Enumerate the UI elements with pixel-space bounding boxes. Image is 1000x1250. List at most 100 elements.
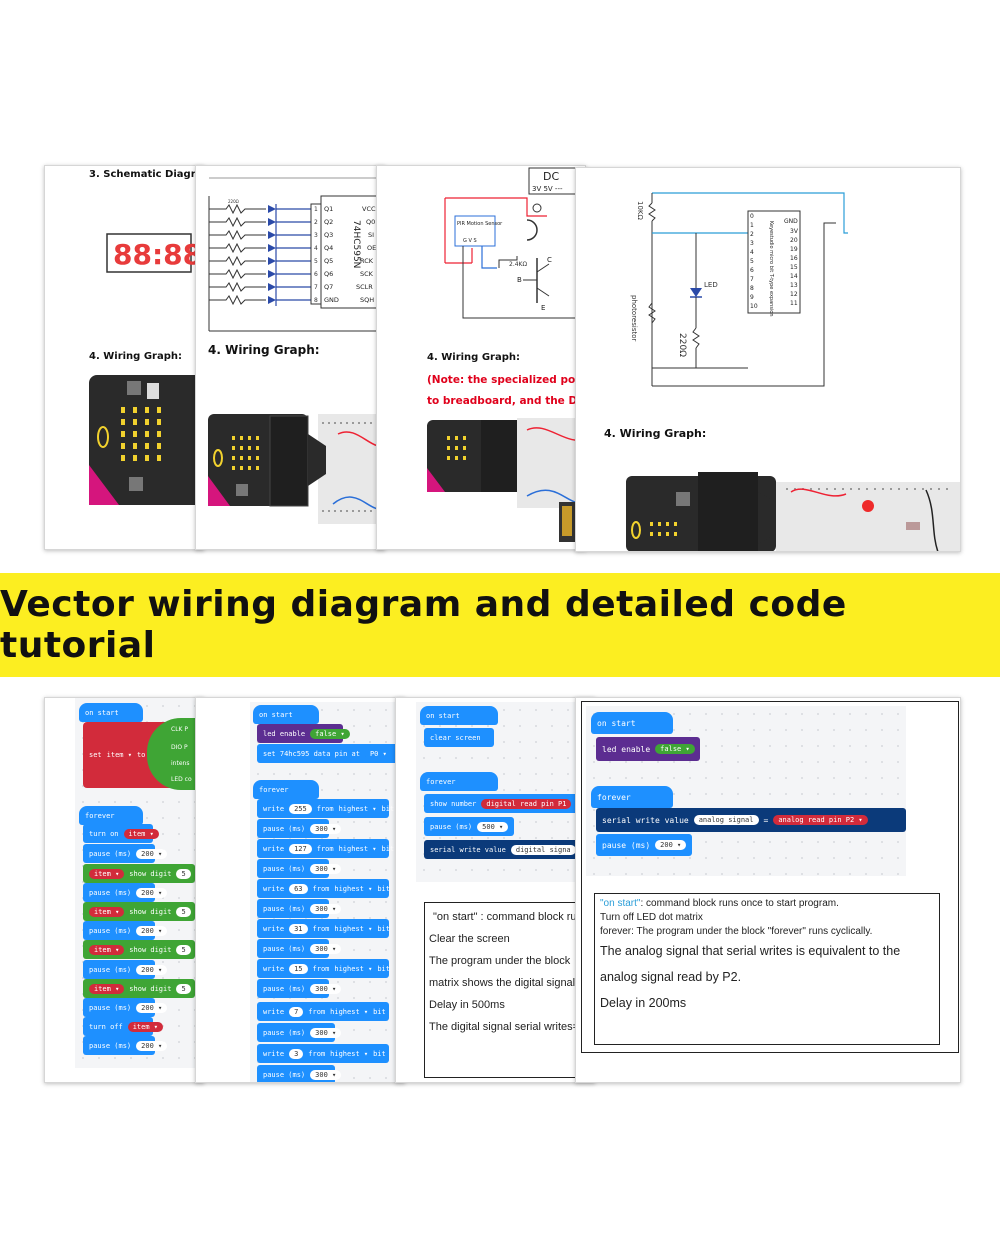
svg-text:16: 16 [790, 255, 798, 262]
svg-text:2: 2 [750, 231, 754, 238]
pause-block-1e: pause (ms)200 ▾ [83, 998, 168, 1017]
svg-text:OE: OE [367, 244, 376, 252]
svg-text:VCC: VCC [362, 205, 376, 213]
pause-block-1a: pause (ms)200 ▾ [83, 844, 168, 863]
pause-block-1b: pause (ms)200 ▾ [83, 883, 168, 902]
wiring-heading-2: 4. Wiring Graph: [208, 343, 320, 357]
pause-block-1d: pause (ms)200 ▾ [83, 960, 168, 979]
svg-text:3V: 3V [790, 228, 799, 235]
svg-text:SCLR: SCLR [356, 283, 373, 291]
pause-block-2c: pause (ms)300 ▾ [257, 899, 342, 918]
code-workspace-3: on start clear screen forever show numbe… [416, 702, 594, 882]
svg-text:C: C [547, 256, 552, 264]
pause-block-3: pause (ms)500 ▾ [424, 817, 514, 836]
pause-block-2f: pause (ms)300 ▾ [257, 1023, 342, 1042]
svg-text:11: 11 [790, 300, 798, 307]
svg-text:19: 19 [790, 246, 798, 253]
svg-text:GND: GND [784, 218, 798, 225]
svg-text:Q7: Q7 [324, 283, 333, 291]
svg-text:7: 7 [750, 276, 754, 283]
pause-block-1c: pause (ms)200 ▾ [83, 921, 168, 940]
sheet-schematic-4digit-display: 3. Schematic Diagram 88:88 Cl DI VC GN 4… [44, 165, 204, 550]
svg-text:9: 9 [750, 294, 754, 301]
digit-display-diagram: 88:88 Cl DI VC GN [106, 233, 203, 273]
forever-block-3: forever [420, 772, 498, 791]
svg-text:0: 0 [750, 213, 754, 220]
svg-text:2.4KΩ: 2.4KΩ [509, 261, 527, 268]
microbit-board-1 [89, 375, 203, 505]
code-sheet-pir: on start clear screen forever show numbe… [395, 697, 595, 1083]
explanation-box-4: "on start": command block runs once to s… [594, 893, 940, 1045]
pause-block-1f: pause (ms)200 ▾ [83, 1036, 168, 1055]
banner-title: Vector wiring diagram and detailed code … [0, 584, 847, 666]
clear-screen-block: clear screen [424, 728, 494, 747]
svg-text:Keyestudio micro bit T-type ex: Keyestudio micro bit T-type expansion [768, 221, 774, 317]
svg-text:DC: DC [543, 170, 559, 183]
wiring-heading-4: 4. Wiring Graph: [604, 427, 707, 440]
svg-text:GND: GND [324, 296, 339, 304]
svg-text:220Ω: 220Ω [677, 333, 687, 357]
svg-text:Q3: Q3 [324, 231, 333, 239]
svg-text:Q1: Q1 [324, 205, 333, 213]
pause-block-2g: pause (ms)300 ▾ [257, 1065, 342, 1082]
svg-text:Q2: Q2 [324, 218, 333, 226]
svg-text:14: 14 [790, 273, 798, 280]
svg-text:8: 8 [750, 285, 754, 292]
on-start-block-4: on start [591, 712, 673, 734]
svg-text:10: 10 [750, 303, 758, 310]
svg-text:7: 7 [314, 284, 318, 291]
svg-text:4: 4 [314, 245, 318, 252]
svg-text:4: 4 [750, 249, 754, 256]
svg-text:B: B [517, 276, 522, 284]
sheet-pir-motion-circuit: DC 3V 5V --- PIR Motion Sensor G V S 2.4… [376, 165, 586, 550]
power-note-line2: to breadboard, and the DIP sw [427, 395, 585, 407]
svg-text:3: 3 [750, 240, 754, 247]
svg-text:20: 20 [790, 237, 798, 244]
svg-text:10KΩ: 10KΩ [636, 201, 644, 220]
svg-text:SCK: SCK [360, 270, 374, 278]
svg-text:1: 1 [750, 222, 754, 229]
svg-text:RCK: RCK [360, 257, 374, 265]
wiring-heading-3: 4. Wiring Graph: [427, 352, 520, 363]
wiring-heading-1: 4. Wiring Graph: [89, 351, 182, 362]
microbit-breadboard-4 [626, 472, 960, 551]
svg-text:5: 5 [750, 258, 754, 265]
svg-text:Q5: Q5 [324, 257, 333, 265]
pause-block-2e: pause (ms)300 ▾ [257, 979, 342, 998]
photoresistor-schematic: 10KΩ LED 220Ω photoresistor 01 23 45 67 … [630, 192, 848, 387]
svg-text:SI: SI [368, 231, 374, 239]
forever-block-4: forever [591, 786, 673, 808]
svg-text:6: 6 [750, 267, 754, 274]
power-note-line1: (Note: the specialized power m [427, 374, 585, 386]
svg-text:1: 1 [314, 206, 318, 213]
svg-text:220Ω: 220Ω [228, 199, 239, 204]
svg-text:2: 2 [314, 219, 318, 226]
schematic-heading: 3. Schematic Diagram [89, 169, 204, 180]
display-digits: 88:88 [113, 238, 202, 271]
svg-text:SQH: SQH [360, 296, 374, 304]
svg-text:PIR Motion Sensor: PIR Motion Sensor [457, 221, 503, 227]
explanation-box-3: "on start" : command block ru Clear the … [424, 902, 594, 1078]
